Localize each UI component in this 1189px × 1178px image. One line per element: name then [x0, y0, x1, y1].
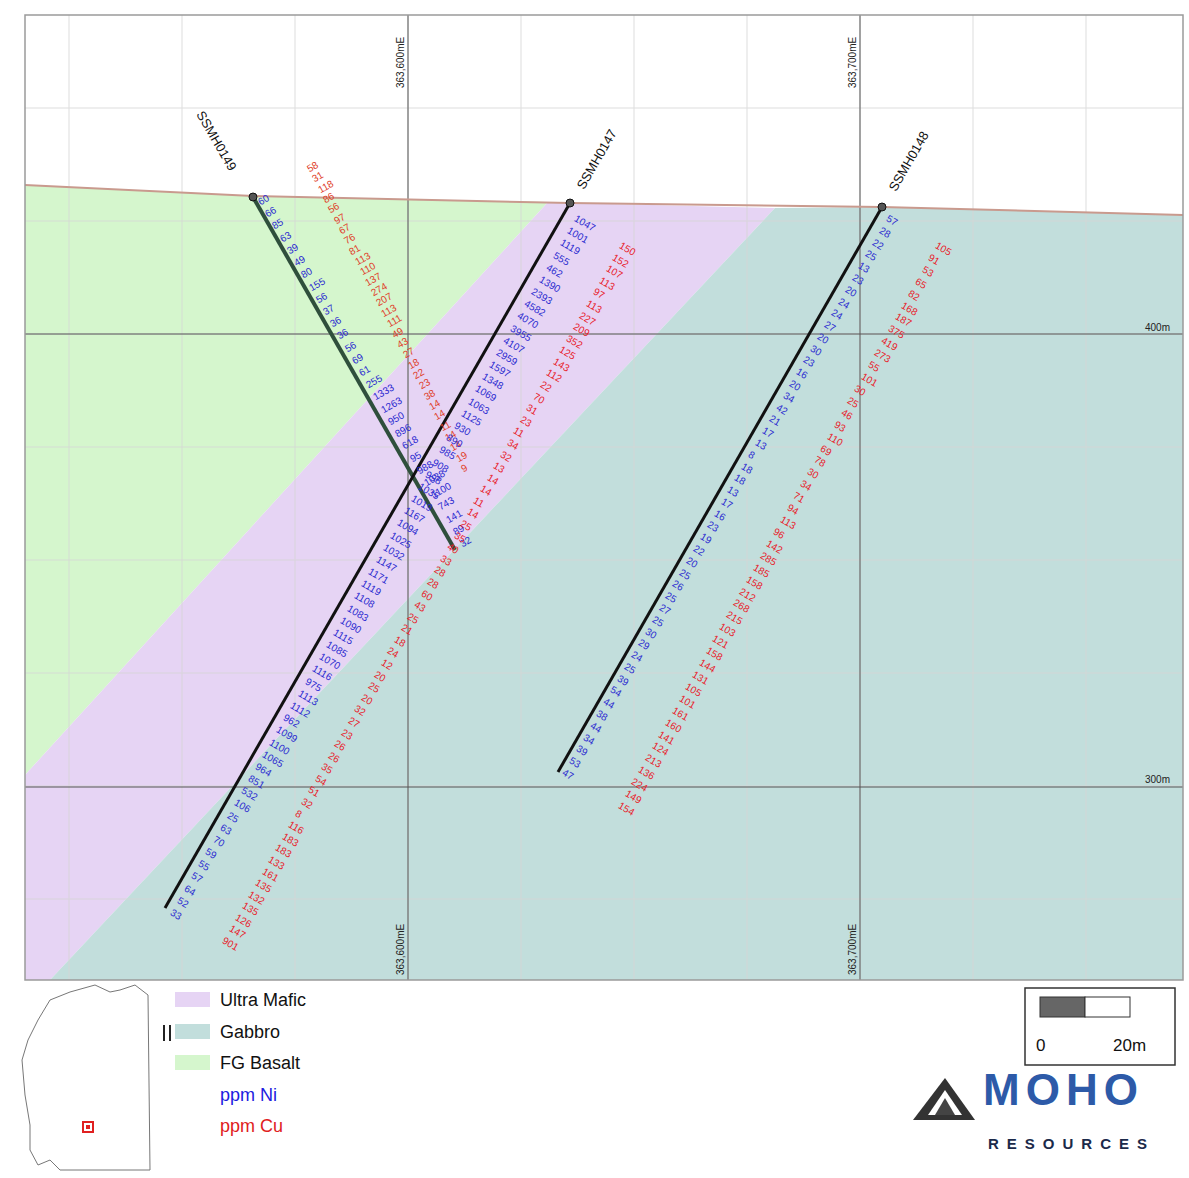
section-ground — [25, 15, 1183, 980]
grid-line — [25, 787, 1183, 788]
gabbro-symbol — [169, 1025, 171, 1041]
section-frame — [25, 15, 1183, 980]
legend-label: ppm Ni — [220, 1086, 277, 1104]
legend-label: ppm Cu — [220, 1117, 283, 1135]
drill-hole — [253, 197, 455, 550]
grid-line — [747, 15, 748, 980]
scale-bar — [1085, 997, 1130, 1017]
logo-text: RESOURCES — [988, 1136, 1155, 1151]
grid-line — [860, 15, 861, 980]
gabbro-unit — [50, 207, 1183, 980]
scale-label: 0 — [1036, 1037, 1045, 1054]
grid-line — [25, 786, 1183, 787]
scale-label: 20m — [1113, 1037, 1146, 1054]
grid-line — [25, 108, 1183, 109]
grid-line — [25, 673, 1183, 674]
grid-line — [25, 334, 1183, 335]
grid-line — [860, 15, 861, 980]
grid-line — [408, 15, 409, 980]
scale-bar — [1040, 997, 1085, 1017]
grid-line — [973, 15, 974, 980]
grid-line — [25, 334, 1183, 335]
grid-coordinate: 363,700mE — [848, 37, 858, 88]
logo-text: MOHO — [983, 1068, 1144, 1112]
grid-coordinate: 363,600mE — [396, 37, 406, 88]
scale-box — [1025, 988, 1175, 1065]
location-marker — [86, 1125, 90, 1129]
location-marker — [83, 1122, 93, 1132]
logo-icon — [913, 1078, 975, 1120]
gabbro-symbol — [163, 1025, 165, 1041]
elevation-label: 300m — [1145, 775, 1170, 785]
drill-hole — [165, 203, 570, 908]
logo-icon — [928, 1090, 962, 1115]
grid-lines — [25, 15, 1183, 980]
legend-swatch — [175, 1024, 210, 1039]
collar — [878, 203, 886, 211]
grid-line — [295, 15, 296, 980]
elevation-label: 400m — [1145, 323, 1170, 333]
logo-icon — [935, 1098, 955, 1115]
legend-label: Gabbro — [220, 1023, 280, 1041]
grid-coordinate: 363,700mE — [848, 924, 858, 975]
legend-swatch — [175, 1055, 210, 1070]
grid-line — [1086, 15, 1087, 980]
grid-line — [408, 15, 409, 980]
surface-line — [25, 185, 1183, 215]
grid-line — [182, 15, 183, 980]
state-outline — [22, 985, 150, 1170]
grid-line — [25, 447, 1183, 448]
legend-label: Ultra Mafic — [220, 991, 306, 1009]
grid-coordinate: 363,600mE — [396, 924, 406, 975]
grid-line — [69, 15, 70, 980]
grid-line — [25, 221, 1183, 222]
grid-line — [634, 15, 635, 980]
legend-label: FG Basalt — [220, 1054, 300, 1072]
drill-hole — [558, 207, 882, 772]
collar — [249, 193, 257, 201]
grid-line — [25, 899, 1183, 900]
grid-line — [521, 15, 522, 980]
legend-swatch — [175, 992, 210, 1007]
grid-line — [25, 560, 1183, 561]
collar — [566, 199, 574, 207]
